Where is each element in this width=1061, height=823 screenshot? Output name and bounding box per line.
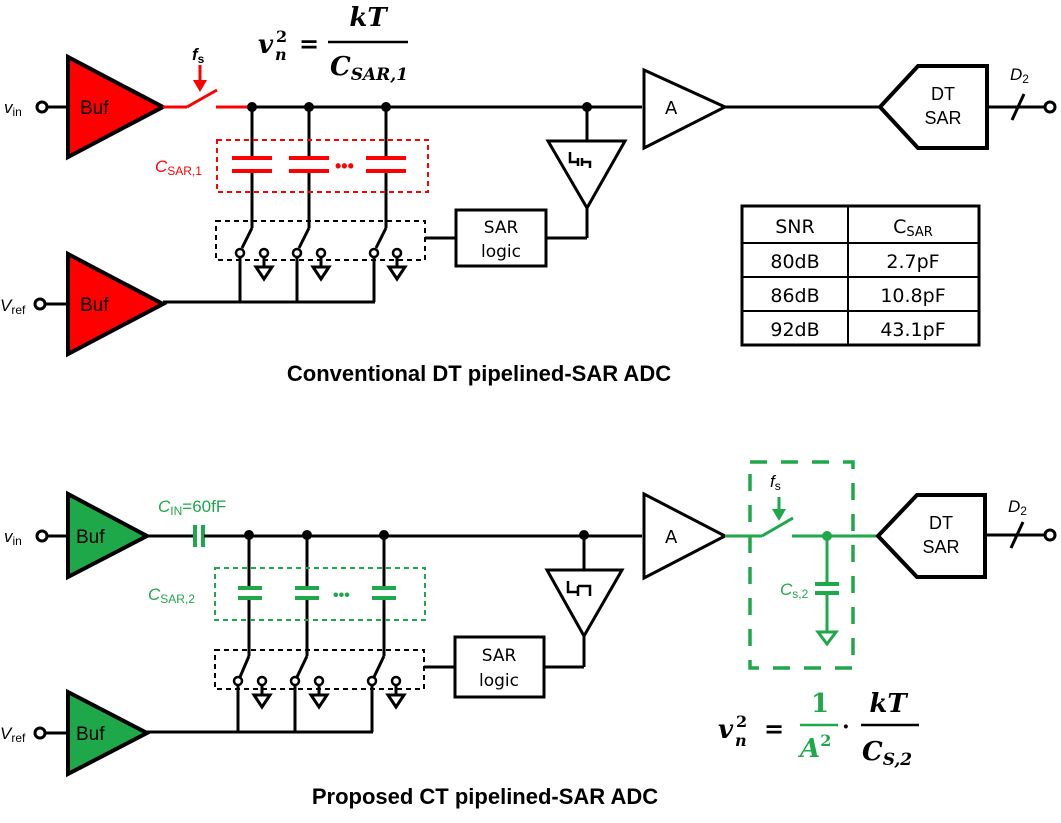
table-header-csar: CSAR bbox=[893, 216, 933, 240]
sar-logic-label-1: SAR bbox=[482, 646, 517, 666]
buffer-label: Buf bbox=[76, 527, 105, 548]
amplifier-label: A bbox=[665, 527, 678, 548]
noise-equation-proposed: v 2 n = 1 A2 · kT CS,2 bbox=[718, 689, 919, 770]
sar-logic-block bbox=[453, 635, 546, 699]
proposed-adc-schematic: vin Buf CIN=60fF ••• CSAR,2 bbox=[0, 460, 1057, 809]
d2-output-terminal bbox=[1043, 100, 1057, 114]
svg-text:kT: kT bbox=[349, 3, 388, 33]
svg-text:n: n bbox=[275, 45, 287, 64]
comparator bbox=[544, 568, 625, 640]
capacitor-ellipsis: ••• bbox=[333, 587, 350, 604]
vref-label: Vref bbox=[0, 724, 26, 745]
comparator-hysteresis-icon bbox=[568, 152, 592, 168]
proposed-caption: Proposed CT pipelined-SAR ADC bbox=[312, 784, 658, 809]
svg-text:2: 2 bbox=[736, 712, 747, 731]
dt-sar-label-1: DT bbox=[929, 513, 953, 533]
input-buffer bbox=[66, 53, 168, 161]
reference-buffer-label: Buf bbox=[80, 295, 109, 316]
table-header-snr: SNR bbox=[775, 216, 814, 238]
sar-logic-label-2: logic bbox=[479, 671, 519, 691]
vin-terminal bbox=[35, 100, 49, 114]
sar-logic-label-2: logic bbox=[481, 242, 521, 262]
csar2-label: CSAR,2 bbox=[148, 585, 195, 606]
noise-equation-conventional: v 2 n = kT CSAR,1 bbox=[258, 3, 408, 85]
conventional-adc-schematic: vin Buf fs ••• CSAR,1 bbox=[0, 3, 1057, 386]
dt-sar-block bbox=[877, 64, 989, 150]
dt-sar-label-2: SAR bbox=[924, 108, 961, 128]
dt-sar-label-2: SAR bbox=[922, 537, 959, 557]
vref-terminal bbox=[33, 297, 47, 311]
dt-sar-block bbox=[875, 493, 987, 579]
reference-buffer bbox=[66, 688, 152, 778]
residue-amplifier bbox=[642, 67, 729, 151]
vin-terminal bbox=[35, 529, 49, 543]
sar-logic-label-1: SAR bbox=[484, 218, 519, 238]
sampling-switch bbox=[186, 88, 218, 109]
svg-text:v: v bbox=[258, 30, 274, 60]
table-cell: 2.7pF bbox=[886, 251, 939, 273]
svg-text:=: = bbox=[764, 714, 784, 743]
table-cell: 86dB bbox=[770, 285, 819, 307]
svg-text:CS,2: CS,2 bbox=[862, 737, 912, 770]
vref-terminal bbox=[33, 726, 47, 740]
vin-label: vin bbox=[4, 527, 22, 548]
dt-sar-label-1: DT bbox=[931, 84, 955, 104]
svg-text:2: 2 bbox=[276, 27, 287, 46]
clock-label: fs bbox=[770, 472, 781, 493]
comparator bbox=[545, 139, 628, 212]
reference-buffer bbox=[66, 250, 168, 358]
svg-text:A2: A2 bbox=[797, 731, 831, 764]
svg-text:v: v bbox=[718, 715, 734, 745]
capacitor-array-box bbox=[216, 139, 429, 193]
csar1-label: CSAR,1 bbox=[155, 157, 202, 178]
table-cell: 10.8pF bbox=[880, 285, 945, 307]
sar-capacitor-array bbox=[232, 156, 406, 173]
conventional-caption: Conventional DT pipelined-SAR ADC bbox=[287, 361, 671, 386]
comparator-hysteresis-icon bbox=[566, 581, 592, 596]
capacitor-array-box bbox=[214, 567, 426, 621]
snr-csar-table: SNR CSAR 80dB 2.7pF 86dB 10.8pF 92dB 43.… bbox=[740, 204, 981, 347]
sar-logic-block bbox=[454, 208, 548, 268]
svg-text:=: = bbox=[299, 29, 319, 58]
sar-capacitor-array bbox=[238, 586, 396, 600]
d2-output-terminal bbox=[1043, 528, 1057, 542]
table-cell: 43.1pF bbox=[880, 319, 945, 341]
d2-label: D2 bbox=[1008, 497, 1027, 518]
input-capacitor bbox=[193, 525, 205, 547]
svg-text:1: 1 bbox=[811, 689, 829, 719]
buffer-label: Buf bbox=[80, 98, 109, 119]
svg-text:·: · bbox=[842, 714, 850, 740]
table-cell: 80dB bbox=[770, 251, 819, 273]
d2-label: D2 bbox=[1010, 65, 1029, 86]
table-cell: 92dB bbox=[770, 319, 819, 341]
vin-label: vin bbox=[4, 98, 22, 119]
cin-label: CIN=60fF bbox=[158, 497, 226, 518]
capacitor-ellipsis: ••• bbox=[335, 156, 354, 176]
sampling-switch bbox=[761, 516, 794, 538]
reference-switches bbox=[232, 652, 406, 732]
sample-hold-box bbox=[748, 460, 855, 670]
input-buffer bbox=[66, 490, 152, 581]
amplifier-label: A bbox=[665, 98, 678, 119]
svg-text:kT: kT bbox=[869, 689, 908, 719]
residue-amplifier bbox=[642, 491, 729, 581]
svg-text:n: n bbox=[735, 731, 747, 750]
cs2-label: Cs,2 bbox=[780, 580, 809, 601]
clock-label: fs bbox=[192, 45, 205, 66]
reference-switches bbox=[234, 222, 407, 302]
svg-text:CSAR,1: CSAR,1 bbox=[330, 52, 408, 85]
sample-and-hold-block: fs Cs,2 bbox=[725, 460, 880, 670]
reference-buffer-label: Buf bbox=[76, 724, 105, 745]
vref-label: Vref bbox=[0, 296, 26, 317]
